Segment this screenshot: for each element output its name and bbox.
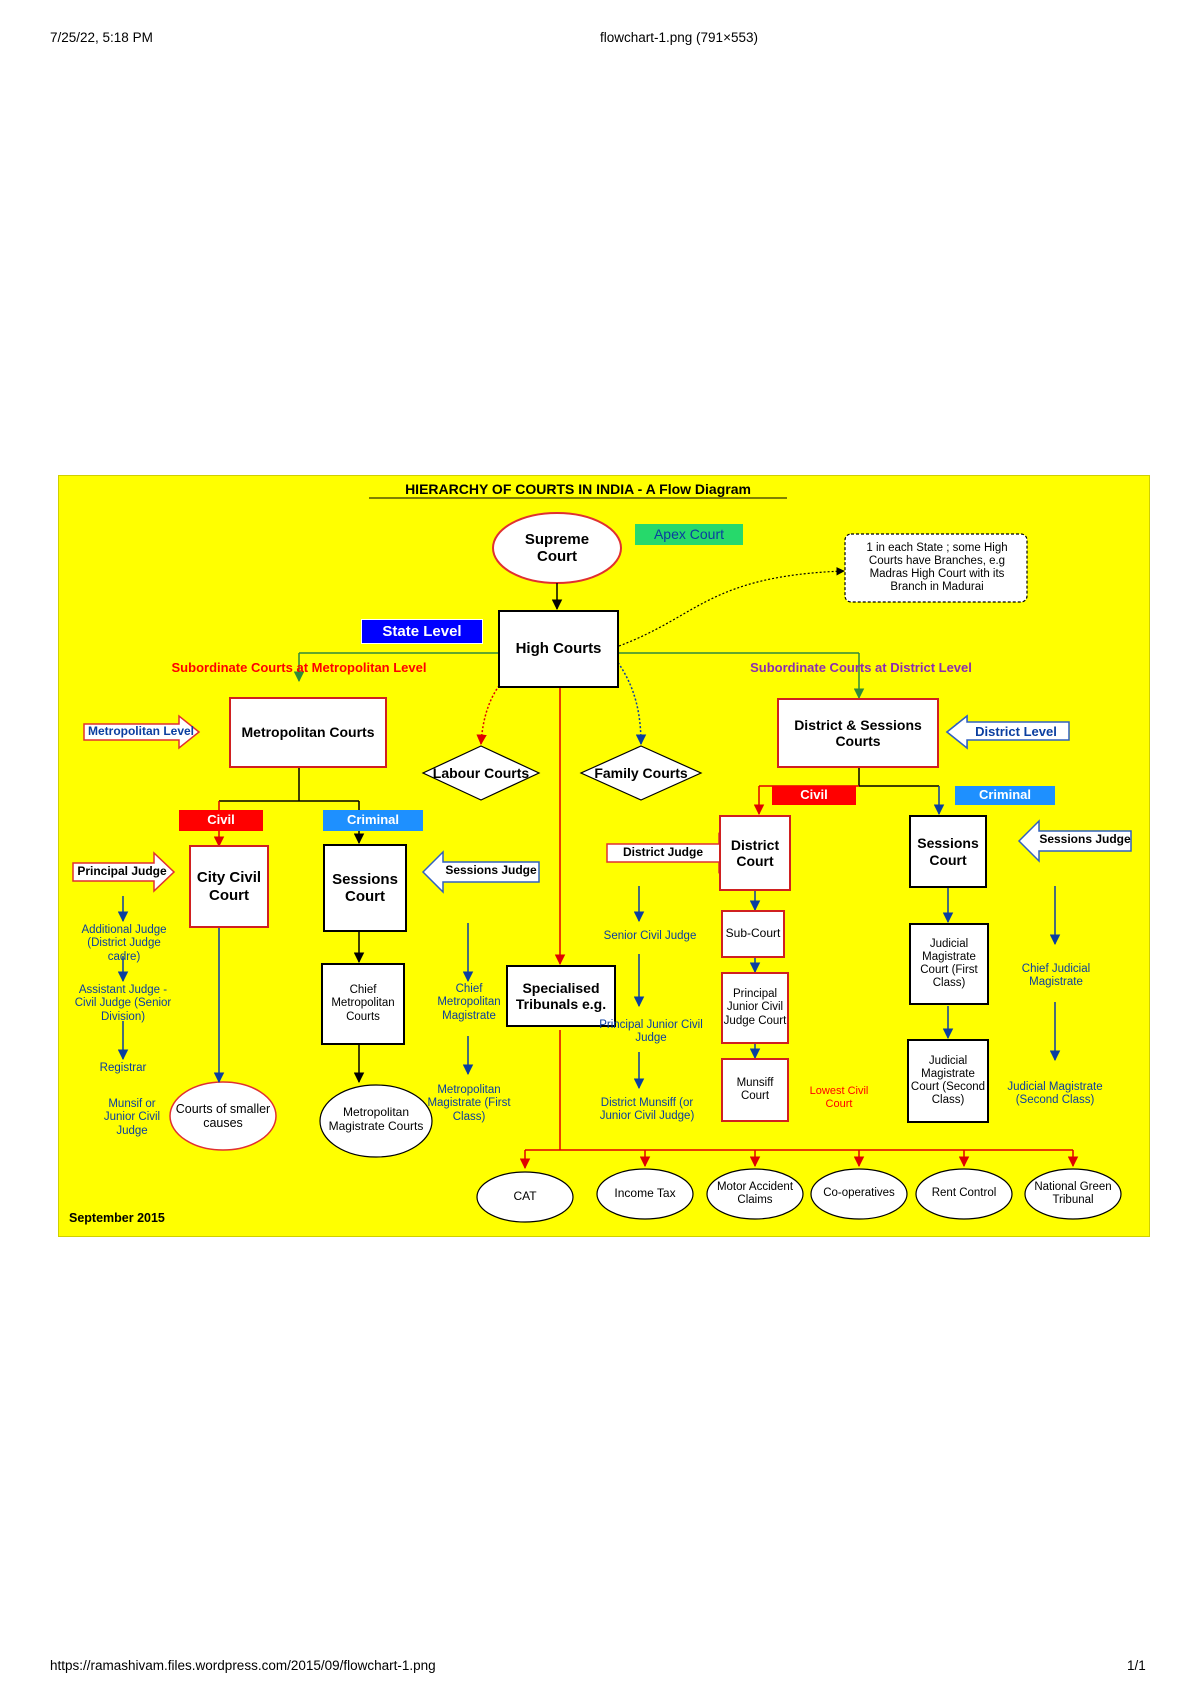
note-text: 1 in each State ; some High Courts have … xyxy=(866,541,1008,594)
senior-civil-judge-label: Senior Civil Judge xyxy=(603,930,697,943)
sessions-judge-label-district: Sessions Judge xyxy=(1039,832,1131,847)
judicial-second-label: Judicial Magistrate (Second Class) xyxy=(1007,1080,1103,1106)
principal-junior-judge-label: Principal Junior Civil Judge xyxy=(599,1018,703,1044)
high-courts-box: High Courts xyxy=(498,610,619,688)
principal-junior-court-box: Principal Junior Civil Judge Court xyxy=(721,972,789,1044)
green-connectors xyxy=(293,652,865,700)
labour-courts-diamond xyxy=(421,745,541,801)
courts-smaller-label: Courts of smaller causes xyxy=(175,1101,271,1130)
court-hierarchy-diagram: HIERARCHY OF COURTS IN INDIA - A Flow Di… xyxy=(58,475,1150,1237)
tribunal-ellipse-4 xyxy=(810,1168,908,1220)
principal-judge-arrow xyxy=(72,851,176,893)
apex-court-badge: Apex Court xyxy=(635,524,743,545)
family-courts-diamond xyxy=(579,745,703,801)
diagram-title: HIERARCHY OF COURTS IN INDIA - A Flow Di… xyxy=(405,480,751,497)
district-court-box: District Court xyxy=(719,815,791,891)
metropolitan-level-arrow xyxy=(83,714,201,750)
metro-magistrate-first-label: Metropolitan Magistrate (First Class) xyxy=(427,1084,511,1123)
tribunal-ellipse-6 xyxy=(1024,1168,1122,1220)
print-page-number: 1/1 xyxy=(1127,1658,1146,1673)
sub-metro-heading: Subordinate Courts at Metropolitan Level xyxy=(171,659,427,675)
district-judge-label: District Judge xyxy=(622,845,703,860)
district-sessions-box: District & Sessions Courts xyxy=(777,698,939,768)
tribunal-motor-accident: Motor Accident Claims xyxy=(716,1180,794,1206)
metropolitan-courts-box: Metropolitan Courts xyxy=(229,697,387,768)
state-level-badge: State Level xyxy=(361,619,483,644)
city-civil-court-box: City Civil Court xyxy=(189,845,269,928)
judicial-second-box: Judicial Magistrate Court (Second Class) xyxy=(907,1039,989,1123)
tribunal-co-operatives: Co-operatives xyxy=(823,1187,895,1200)
family-courts-label: Family Courts xyxy=(594,764,688,781)
tribunal-cat: CAT xyxy=(513,1189,537,1204)
print-url[interactable]: https://ramashivam.files.wordpress.com/2… xyxy=(50,1658,436,1673)
sessions-judge-label-metro: Sessions Judge xyxy=(445,863,537,878)
criminal-badge-district: Criminal xyxy=(955,786,1055,805)
sessions-judge-arrow-right xyxy=(1017,819,1132,863)
metropolitan-level-label: Metropolitan Level xyxy=(87,724,194,739)
note-box xyxy=(844,533,1028,603)
sessions-court-box-metro: Sessions Court xyxy=(323,844,407,932)
tribunal-ellipse-2 xyxy=(596,1168,694,1220)
note-dotted-arrow xyxy=(618,567,845,647)
metro-magistrate-courts-label: Metropolitan Magistrate Courts xyxy=(328,1105,424,1133)
black-connectors xyxy=(219,583,939,1084)
assistant-judge-label: Assistant Judge - Civil Judge (Senior Di… xyxy=(74,984,172,1023)
tribunal-ellipse-3 xyxy=(706,1168,804,1220)
registrar-label: Registrar xyxy=(99,1062,147,1075)
tribunal-national-green: National Green Tribunal xyxy=(1034,1180,1112,1206)
sub-court-box: Sub-Court xyxy=(721,910,785,958)
sessions-judge-arrow-left xyxy=(421,850,540,894)
civil-badge-metro: Civil xyxy=(179,810,263,831)
district-munsiff-label: District Munsiff (or Junior Civil Judge) xyxy=(599,1096,695,1122)
print-title: flowchart-1.png (791×553) xyxy=(600,30,758,45)
criminal-badge-metro: Criminal xyxy=(323,810,423,831)
lowest-civil-label: Lowest Civil Court xyxy=(809,1085,869,1110)
district-level-arrow xyxy=(945,714,1070,750)
connector-layer xyxy=(72,497,1132,1223)
blue-connectors xyxy=(117,652,1061,1090)
district-level-label: District Level xyxy=(975,723,1057,739)
sub-district-heading: Subordinate Courts at District Level xyxy=(750,659,972,675)
print-timestamp: 7/25/22, 5:18 PM xyxy=(50,30,153,45)
chief-metro-courts-box: Chief Metropolitan Courts xyxy=(321,963,405,1045)
additional-judge-label: Additional Judge (District Judge cadre) xyxy=(81,924,167,963)
diagram-date: September 2015 xyxy=(69,1210,165,1225)
sessions-court-box-district: Sessions Court xyxy=(909,815,987,888)
munsiff-court-box: Munsiff Court xyxy=(721,1058,789,1122)
chief-metro-magistrate-label: Chief Metropolitan Magistrate xyxy=(437,983,501,1022)
specialised-tribunals-box: Specialised Tribunals e.g. xyxy=(506,965,616,1027)
labour-courts-label: Labour Courts xyxy=(432,764,530,781)
tribunal-ellipse-1 xyxy=(476,1171,574,1223)
metro-magistrate-ellipse xyxy=(319,1084,433,1158)
supreme-court-label: Supreme Court xyxy=(524,530,590,565)
judicial-first-box: Judicial Magistrate Court (First Class) xyxy=(909,923,989,1005)
tribunal-income-tax: Income Tax xyxy=(614,1186,676,1201)
tribunal-ellipse-5 xyxy=(915,1168,1013,1220)
munsif-junior-label: Munsif or Junior Civil Judge xyxy=(103,1098,161,1137)
civil-badge-district: Civil xyxy=(772,786,856,805)
principal-judge-label: Principal Judge xyxy=(77,864,167,879)
tribunal-rent-control: Rent Control xyxy=(931,1187,997,1200)
chief-judicial-label: Chief Judicial Magistrate xyxy=(1021,962,1091,988)
